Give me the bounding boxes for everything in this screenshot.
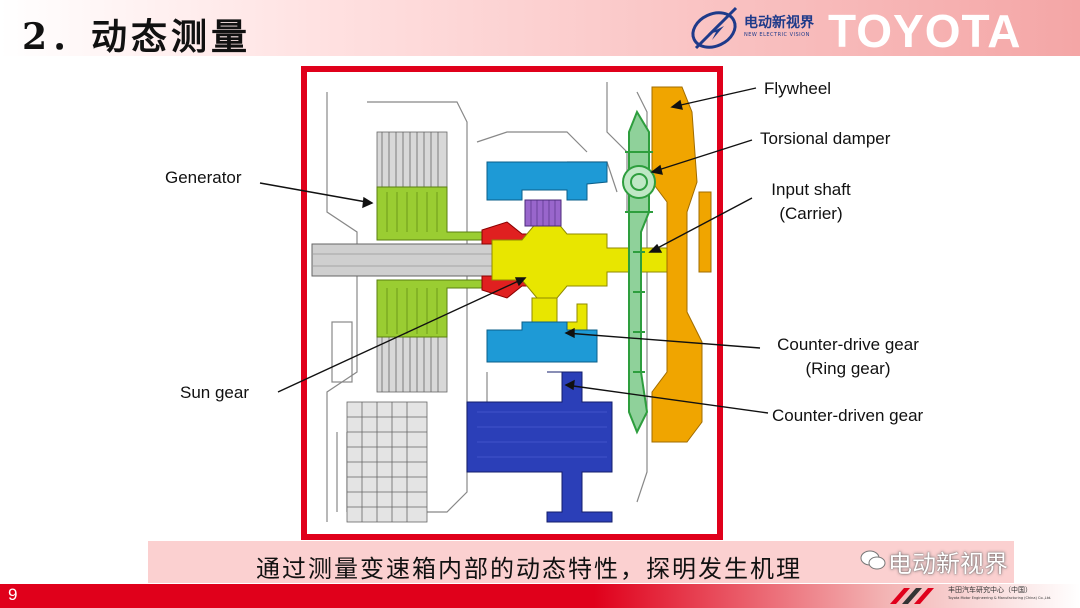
footer-org-en: Toyota Motor Engineering & Manufacturing… <box>948 596 1052 600</box>
label-sun-gear: Sun gear <box>180 383 249 402</box>
label-input-shaft: Input shaft (Carrier) <box>763 178 859 226</box>
footer-org-cn: 丰田汽车研究中心（中国） <box>948 586 1032 594</box>
logo-sub-text: NEW ELECTRIC VISION <box>744 32 810 38</box>
label-counter-drive-gear: Counter-drive gear (Ring gear) <box>764 333 932 381</box>
electric-vision-logo-icon <box>691 6 738 50</box>
label-generator: Generator <box>165 168 242 187</box>
flywheel <box>651 86 712 443</box>
label-torsional-damper: Torsional damper <box>760 129 891 148</box>
slide-caption: 通过测量变速箱内部的动态特性，探明发生机理 <box>256 555 802 583</box>
watermark-text: 电动新视界 <box>888 550 1008 578</box>
label-input-shaft-sub: (Carrier) <box>779 204 843 223</box>
slide-header <box>0 0 1080 56</box>
label-counter-drive-gear-sub: (Ring gear) <box>805 359 891 378</box>
counter-driven-gear <box>466 371 613 523</box>
label-flywheel: Flywheel <box>764 79 832 98</box>
research-center-logo-icon <box>890 588 934 604</box>
slide-title: 2．动态测量 <box>22 16 252 58</box>
page-number: 9 <box>8 585 18 604</box>
logo-cn-text: 电动新视界 <box>744 15 814 31</box>
wechat-watermark-icon <box>860 550 886 570</box>
toyota-wordmark: TOYOTA <box>828 5 1022 57</box>
torsional-damper <box>622 109 656 435</box>
label-counter-driven-gear: Counter-driven gear <box>772 406 924 425</box>
label-counter-drive-gear-main: Counter-drive gear <box>777 335 919 354</box>
label-input-shaft-main: Input shaft <box>771 180 851 199</box>
